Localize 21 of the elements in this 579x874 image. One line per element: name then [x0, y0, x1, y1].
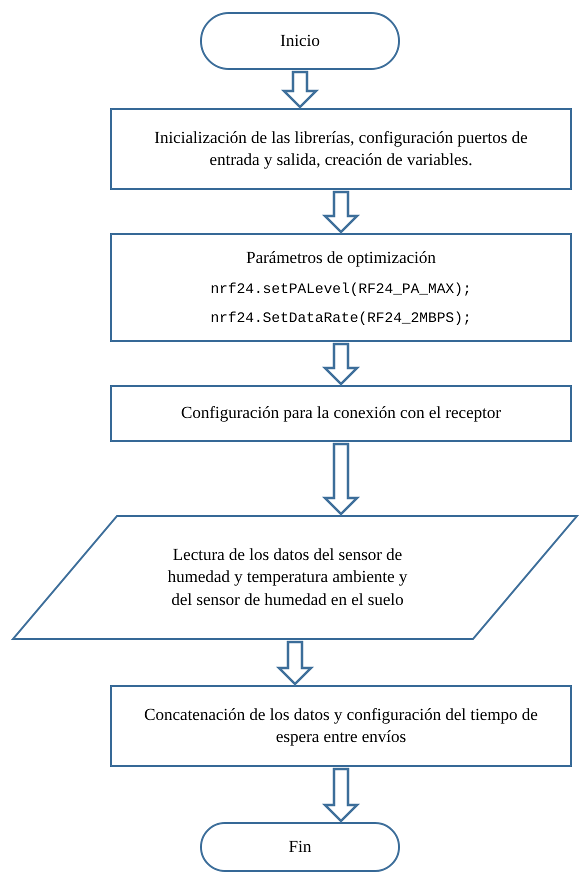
heading-text: Parámetros de optimización: [246, 246, 436, 269]
code-line: nrf24.SetDataRate(RF24_2MBPS);: [210, 310, 472, 328]
block-arrow: [322, 442, 360, 516]
block-arrow: [322, 190, 360, 234]
node-text: Configuración para la conexión con el receptor: [180, 402, 502, 424]
process-box: [110, 385, 572, 442]
terminal-shape: [200, 822, 400, 872]
node-text: Inicialización de las librerías, configuración puertos de entrada y salida, creación de variables.: [153, 126, 529, 171]
node-text: Concatenación de los datos y configuración del tiempo de espera entre envíos: [143, 704, 539, 748]
process-box: [110, 233, 572, 342]
block-arrow: [322, 768, 360, 823]
code-line: nrf24.setPALevel(RF24_PA_MAX);: [210, 280, 472, 300]
block-arrow: [276, 640, 314, 686]
node-text: Inicio: [280, 30, 320, 52]
process-box: [110, 108, 572, 190]
process-box: [110, 685, 572, 767]
input-parallelogram: [12, 515, 578, 640]
node-text: Fin: [288, 836, 312, 858]
block-arrow: [322, 342, 360, 386]
node-text: Lectura de los datos del sensor de humedad y temperatura ambiente y del sensor de humedad en el suelo: [166, 544, 408, 611]
block-arrow: [280, 70, 320, 109]
